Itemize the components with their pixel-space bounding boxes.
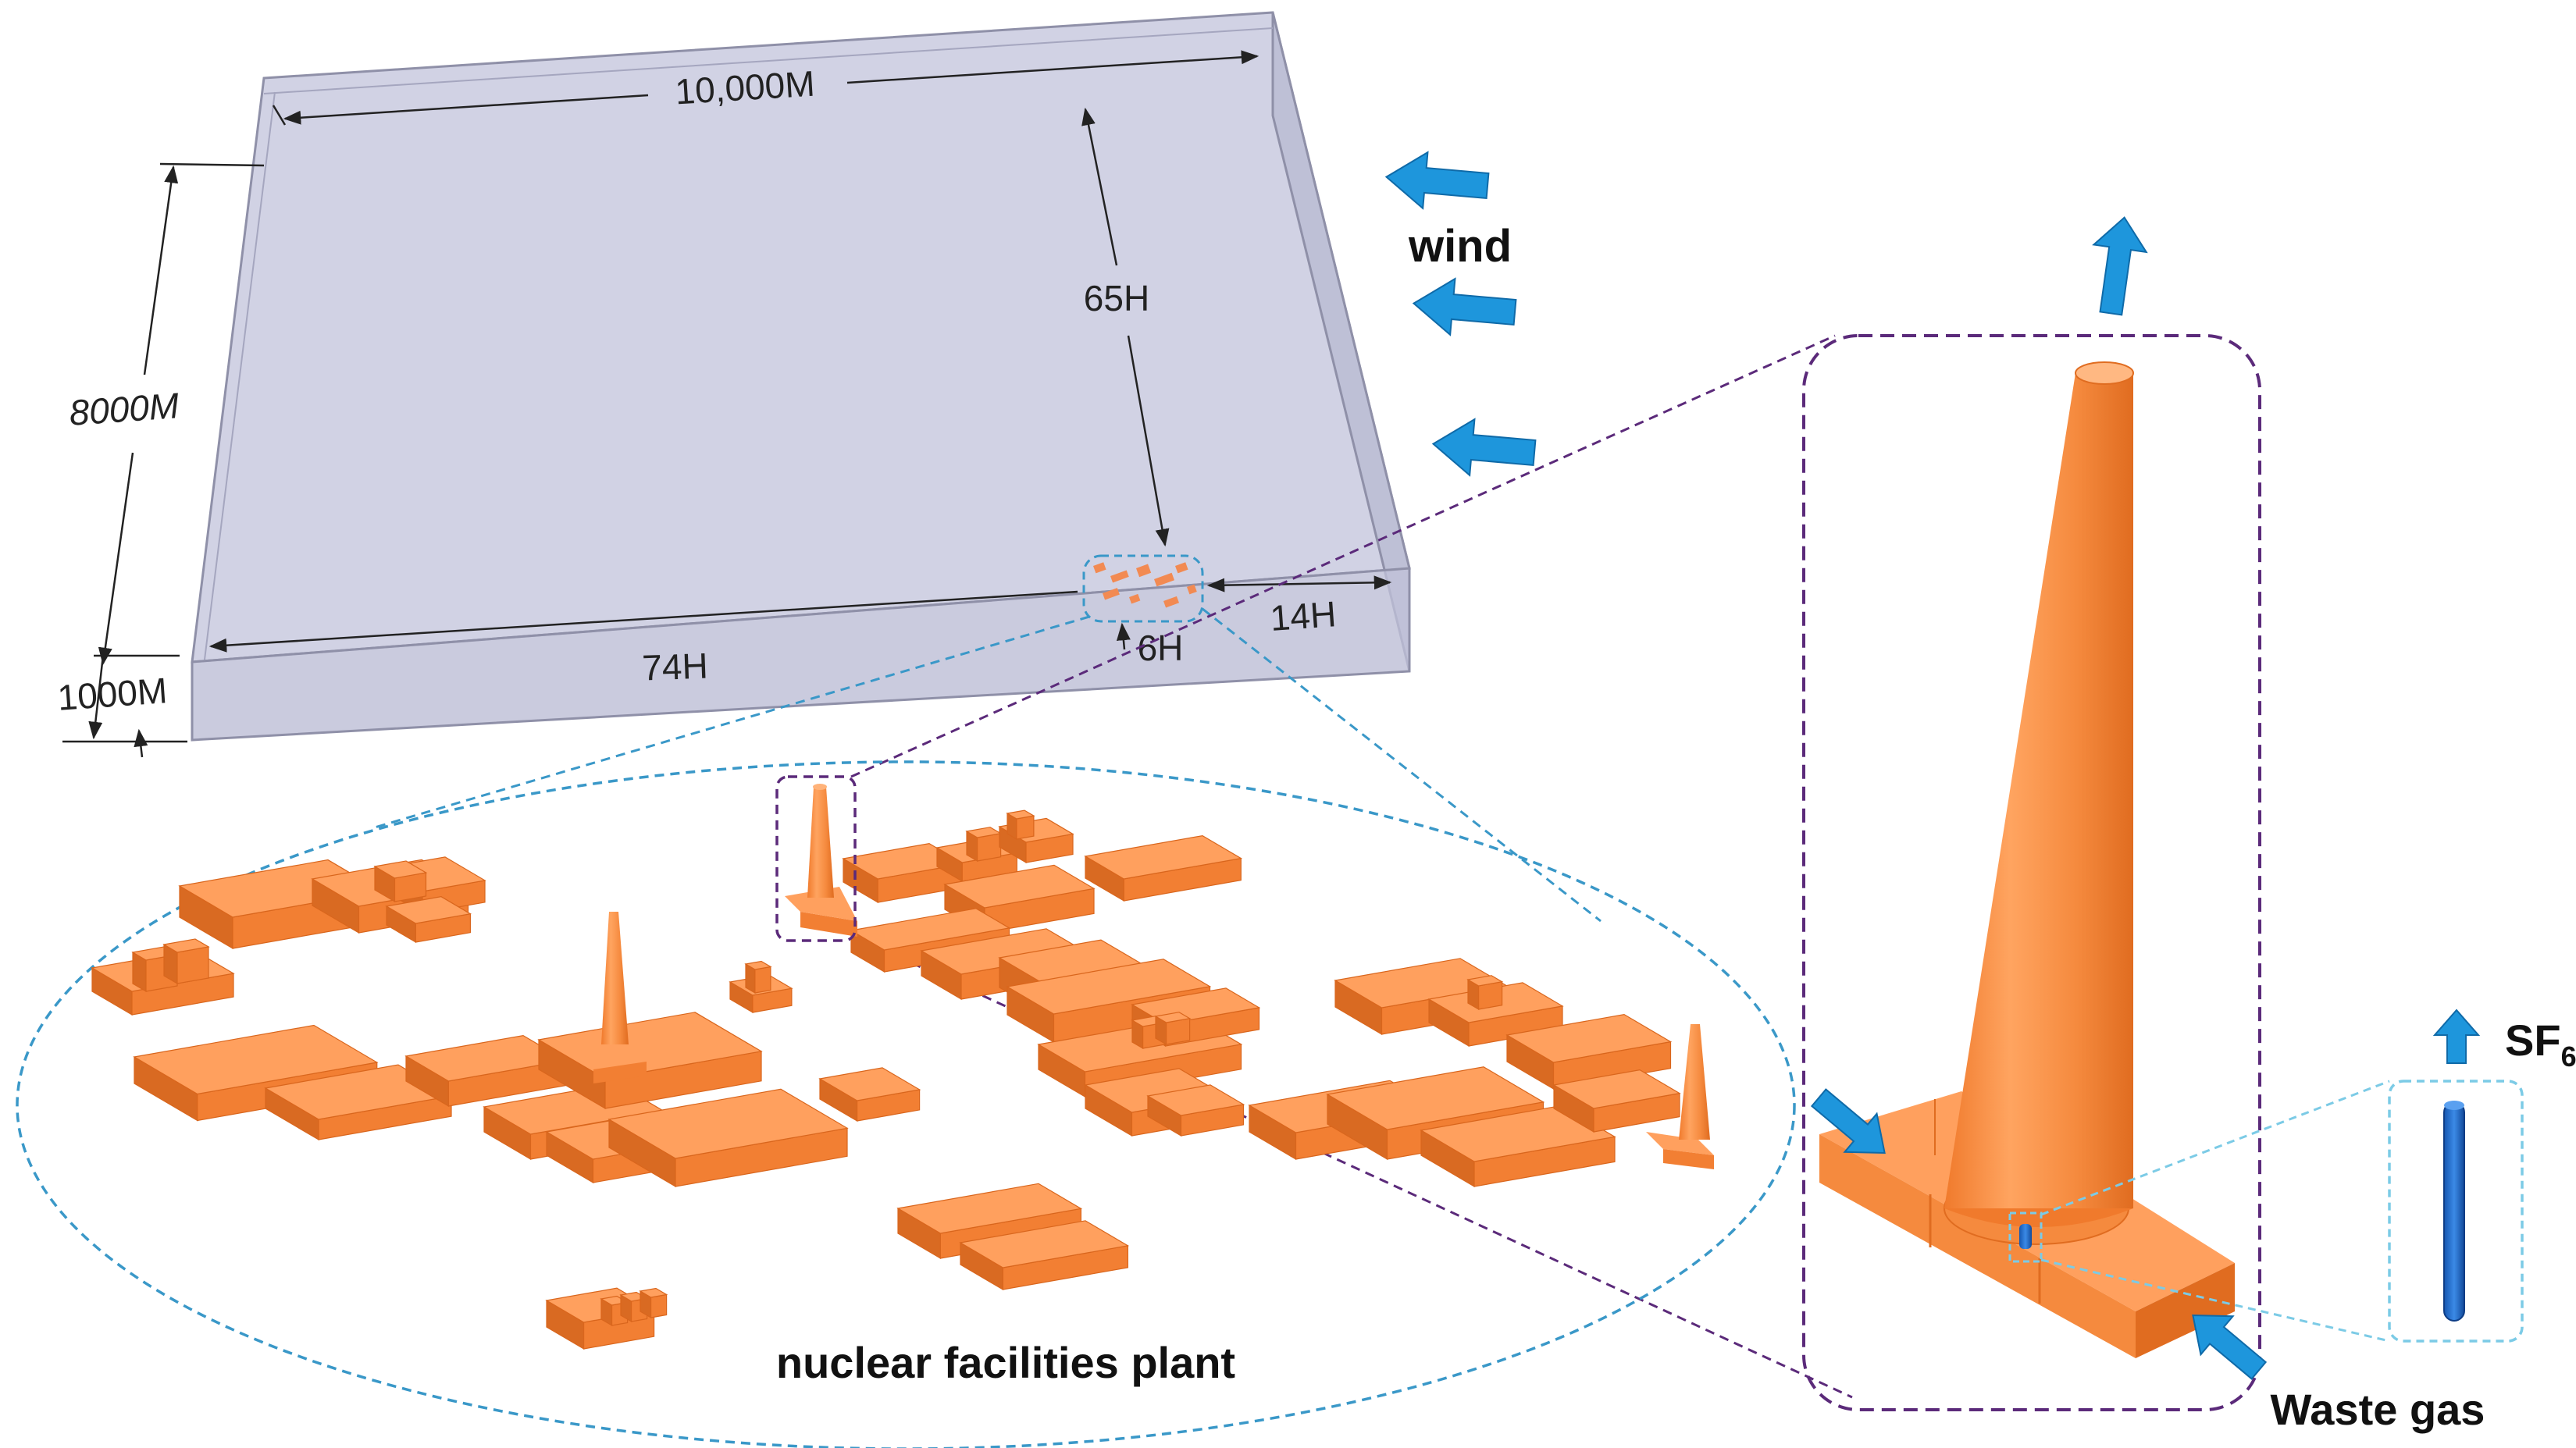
main-stack-small: [785, 784, 857, 937]
plant-building: [1466, 975, 1504, 1011]
dimension-lines: [62, 50, 1392, 758]
lateral-distance-label: 14H: [1269, 593, 1338, 639]
plant-callout-lines: [374, 334, 1853, 1399]
plant-building: [1154, 1012, 1192, 1046]
domain-top-face: [191, 11, 1411, 664]
wind-arrow-icon: [1412, 277, 1517, 336]
plant-building: [744, 960, 772, 994]
inlet-arrow-icon: [1810, 1088, 1886, 1154]
depth-dimension-label: 8000M: [68, 385, 181, 433]
height-dimension-label: 1000M: [56, 670, 169, 718]
secondary-stack-small: [578, 912, 647, 1083]
plant-label: nuclear facilities plant: [776, 1338, 1235, 1387]
tracer-release-tube: [2443, 1101, 2465, 1322]
plant-building: [1505, 1013, 1673, 1090]
stack-outlet: [2075, 361, 2134, 385]
plant-building: [162, 938, 210, 985]
zoomed-stack: [1819, 361, 2235, 1358]
plant-stacks: [578, 784, 1714, 1169]
downstream-distance-label: 74H: [641, 646, 708, 688]
plant-building: [1146, 1084, 1245, 1137]
tertiary-stack-small: [1646, 1024, 1714, 1169]
plant-building: [1006, 809, 1035, 841]
plant-building: [404, 1034, 568, 1108]
plant-building: [842, 843, 965, 904]
plant-building: [965, 827, 1003, 863]
tracer-zoom-frame: [2388, 1080, 2524, 1343]
plant-building: [1552, 1069, 1681, 1133]
plant-building: [959, 1220, 1130, 1291]
plant-building: [607, 1088, 849, 1188]
plant-buildings: [91, 809, 1681, 1350]
stack-callout-small: [775, 775, 857, 942]
plant-building: [1084, 834, 1243, 902]
width-dimension-label: 10,000M: [674, 63, 816, 112]
plant-building: [385, 896, 472, 944]
outlet-up-arrow-icon: [2092, 216, 2148, 316]
tracer-gas-subscript: 6: [2561, 1041, 2576, 1073]
tracer-up-arrow-icon: [2432, 1009, 2481, 1064]
domain-front-face: [191, 567, 1411, 742]
wind-label: wind: [1408, 221, 1512, 272]
plant-building: [373, 860, 428, 903]
tracer-gas-name: SF: [2505, 1016, 2561, 1065]
computational-domain-box: [191, 11, 1411, 742]
plant-building: [1420, 1105, 1616, 1188]
waste-gas-label: Waste gas: [2271, 1385, 2485, 1434]
wind-arrow-icon: [1431, 418, 1537, 477]
tracer-source: [2008, 1211, 2043, 1263]
vertical-distance-label: 6H: [1138, 628, 1184, 668]
plant-building: [818, 1067, 921, 1122]
plant-zoom-ellipse: [16, 760, 1796, 1448]
wind-arrow-icon: [1384, 151, 1490, 210]
upstream-distance-label: 65H: [1084, 278, 1149, 318]
plant-building: [639, 1287, 668, 1319]
plant-footprint-mini: [1082, 554, 1204, 623]
tracer-gas-label: SF6: [2505, 1016, 2576, 1073]
plant-building: [264, 1064, 453, 1141]
wind-arrows: [1384, 151, 1537, 477]
waste-gas-arrow-icon: [2192, 1314, 2268, 1380]
tracer-callout-lines: [2040, 1080, 2390, 1343]
